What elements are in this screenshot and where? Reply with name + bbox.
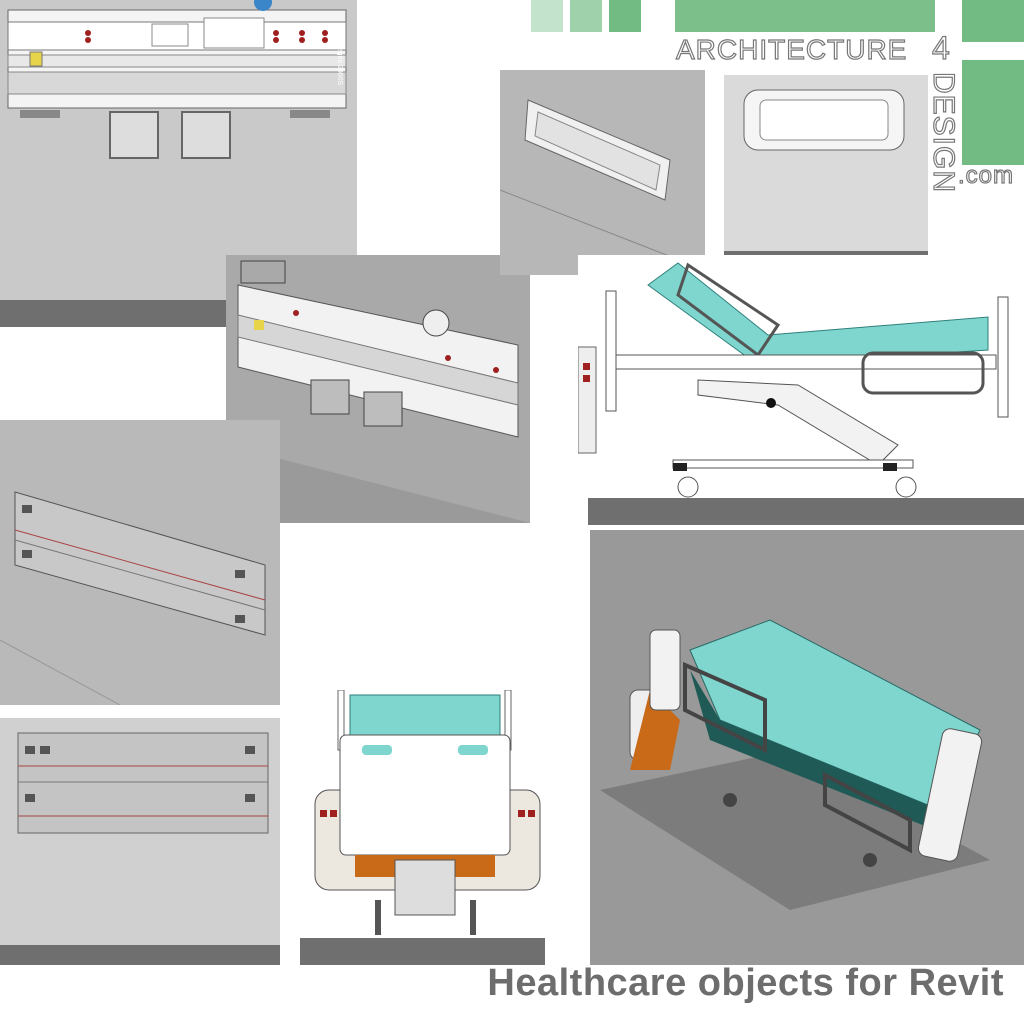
logo-square-dark [609,0,641,32]
headwall-elevation-drawing: Integris 2000S [7,0,347,159]
logo-word-architecture: ARCHITECTURE [675,33,908,65]
ground-strip [0,300,226,327]
headwall-label: Integris 2000S [336,40,343,85]
headwall-flat-drawing [0,732,280,965]
logo-square-mid [570,0,602,32]
bed-front-elevation-drawing [300,690,545,965]
wall-lamp-3d-drawing [500,99,705,271]
wall-lamp-elevation-panel [724,75,928,271]
bed-3d-panel [590,530,1024,965]
bed-3d-drawing [600,619,990,910]
logo-block-right [962,60,1024,165]
bed-side-elevation-panel [578,255,1024,525]
headwall-elevation-panel: Integris 2000S [0,0,357,300]
headwall-perspective-panel [0,420,280,705]
logo-suffix: .com [957,161,1015,189]
logo-numeral: 4 [931,29,951,66]
bed-front-elevation-panel [300,690,545,965]
wall-lamp-3d-panel [500,70,705,275]
logo-word-design: DESIGN [926,71,960,194]
headwall-perspective-drawing [0,491,266,705]
logo-bar [675,0,935,32]
caption-title: Healthcare objects for Revit [487,962,1004,1004]
logo-square-light [531,0,563,32]
headwall-flat-panel [0,718,280,965]
bed-side-elevation-drawing [578,262,1024,525]
headwall-3d-drawing [226,260,530,523]
wall-lamp-elevation-drawing [724,89,928,271]
logo-block-top [962,0,1024,42]
